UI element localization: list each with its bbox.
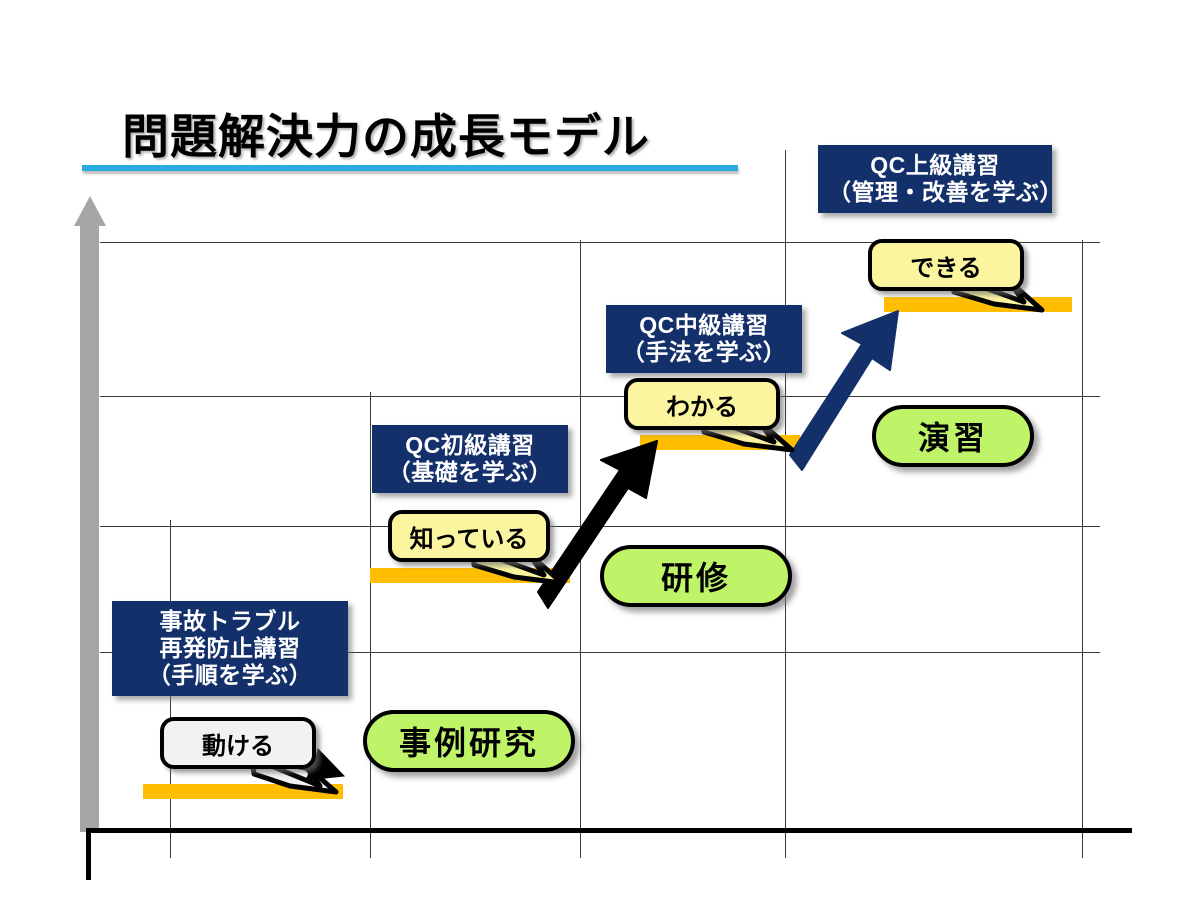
x-axis-baseline	[86, 828, 1132, 833]
course-title-line: （管理・改善を学ぶ）	[828, 179, 1063, 206]
state-label: 知っている	[409, 525, 529, 553]
method-label: 研修	[660, 560, 731, 596]
state-bubble-level-4[interactable]: できる	[868, 239, 1024, 291]
course-title-line: （手順を学ぶ）	[147, 662, 313, 689]
method-pill-kenshu[interactable]: 研修	[600, 545, 792, 607]
state-bubble-level-3[interactable]: わかる	[624, 378, 780, 430]
title-underline	[82, 165, 738, 171]
method-pill-enshu[interactable]: 演習	[872, 405, 1034, 467]
state-label: わかる	[666, 393, 738, 421]
gridline-vertical-5	[1082, 240, 1083, 858]
gridline-horizontal-4	[100, 652, 1100, 653]
gridline-vertical-3	[580, 240, 581, 858]
growth-arrow-shaft	[80, 222, 99, 832]
course-title-line: QC初級講習	[405, 432, 535, 458]
gridline-horizontal-3	[100, 526, 1100, 527]
method-label: 事例研究	[398, 725, 539, 761]
course-box-level-3[interactable]: QC中級講習 （手法を学ぶ）	[606, 305, 802, 374]
course-title-line: QC中級講習	[639, 312, 769, 338]
state-label: できる	[910, 254, 982, 282]
course-title-line: 再発防止講習	[159, 635, 301, 662]
gridline-horizontal-1	[100, 242, 1100, 243]
course-title-line: （手法を学ぶ）	[621, 339, 787, 366]
course-title-line: 事故トラブル	[159, 608, 301, 634]
method-pill-jirei-kenkyu[interactable]: 事例研究	[363, 710, 575, 772]
course-title-line: （基礎を学ぶ）	[387, 459, 553, 486]
gridline-vertical-2	[370, 392, 371, 858]
page-title: 問題解決力の成長モデル	[122, 110, 650, 163]
course-box-level-4[interactable]: QC上級講習 （管理・改善を学ぶ）	[818, 145, 1063, 214]
course-box-level-1[interactable]: 事故トラブル 再発防止講習 （手順を学ぶ）	[112, 601, 348, 697]
gridline-vertical-4	[785, 150, 786, 858]
course-box-level-2[interactable]: QC初級講習 （基礎を学ぶ）	[372, 425, 568, 494]
state-label: 動ける	[202, 732, 274, 760]
method-label: 演習	[917, 420, 988, 456]
course-title-line: QC上級講習	[870, 152, 1000, 178]
state-bubble-level-1[interactable]: 動ける	[160, 717, 316, 769]
state-bubble-level-2[interactable]: 知っている	[388, 510, 550, 562]
y-axis-stub	[86, 828, 91, 880]
gridline-horizontal-2	[100, 396, 1100, 397]
growth-arrow-head	[74, 196, 106, 226]
